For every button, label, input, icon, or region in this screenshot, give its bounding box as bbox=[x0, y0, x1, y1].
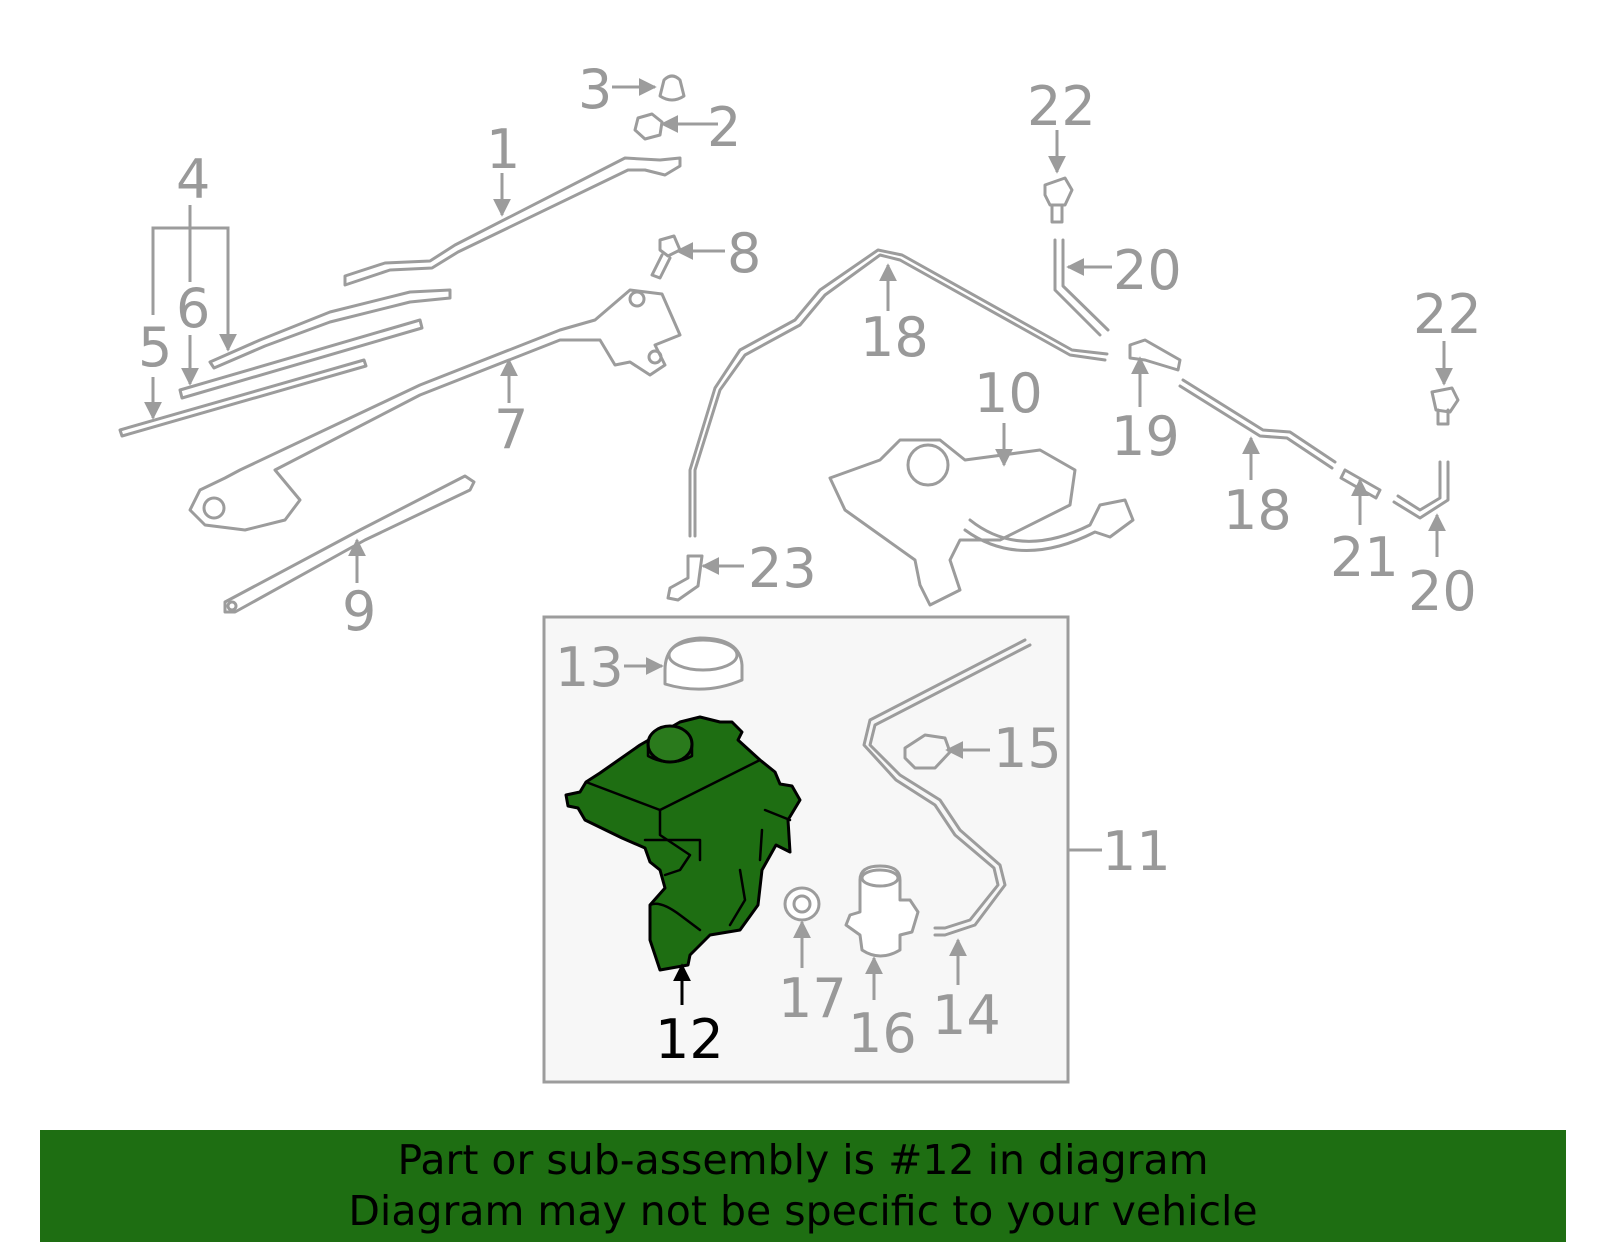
callout-20-lower: 20 bbox=[1408, 560, 1477, 623]
callout-4: 4 bbox=[176, 148, 210, 211]
part-20-hose-upper[interactable] bbox=[1053, 238, 1110, 337]
part-9-drive-link[interactable] bbox=[223, 474, 476, 614]
leader-lines bbox=[144, 78, 1453, 1005]
callout-21: 21 bbox=[1330, 526, 1399, 589]
part-18-hose-upper[interactable] bbox=[688, 248, 1109, 538]
callout-20-upper: 20 bbox=[1113, 239, 1182, 302]
info-banner: Part or sub-assembly is #12 in diagram D… bbox=[40, 1130, 1566, 1242]
callout-22-upper: 22 bbox=[1027, 75, 1096, 138]
part-22-nozzle-lower[interactable] bbox=[1430, 386, 1460, 426]
part-12-washer-reservoir[interactable] bbox=[564, 715, 802, 972]
banner-line-disclaimer: Diagram may not be specific to your vehi… bbox=[348, 1187, 1258, 1235]
callout-13: 13 bbox=[555, 636, 624, 699]
part-6-wiper-blade[interactable] bbox=[178, 288, 452, 400]
callout-23: 23 bbox=[748, 537, 817, 600]
callout-2: 2 bbox=[707, 96, 741, 159]
callout-11: 11 bbox=[1102, 820, 1171, 883]
callout-17: 17 bbox=[778, 967, 847, 1030]
banner-line-part-number: Part or sub-assembly is #12 in diagram bbox=[397, 1136, 1209, 1184]
callout-5: 5 bbox=[138, 316, 172, 379]
callout-labels: 1 2 3 4 6 5 7 8 9 10 11 12 13 14 15 16 1… bbox=[138, 58, 1482, 1071]
part-23-elbow[interactable] bbox=[666, 554, 704, 602]
callout-12: 12 bbox=[655, 1008, 724, 1071]
part-16-washer-pump[interactable] bbox=[844, 864, 920, 958]
callout-19: 19 bbox=[1111, 405, 1180, 468]
part-3-cap[interactable] bbox=[658, 74, 686, 102]
part-17-grommet[interactable] bbox=[783, 886, 821, 922]
part-7-wiper-linkage[interactable] bbox=[188, 288, 682, 532]
callout-15: 15 bbox=[993, 717, 1062, 780]
part-1-wiper-arm[interactable] bbox=[343, 156, 682, 287]
callout-6: 6 bbox=[176, 277, 210, 340]
callout-18-upper: 18 bbox=[860, 306, 929, 369]
part-13-reservoir-cap[interactable] bbox=[663, 636, 744, 691]
part-2-nut[interactable] bbox=[633, 112, 664, 141]
callout-7: 7 bbox=[494, 398, 528, 461]
callout-16: 16 bbox=[848, 1002, 917, 1065]
part-18-hose-lower[interactable] bbox=[1178, 378, 1337, 470]
callout-1: 1 bbox=[486, 118, 520, 181]
part-19-connector[interactable] bbox=[1128, 338, 1182, 372]
part-10-wiper-motor[interactable] bbox=[828, 438, 1135, 607]
callout-18-lower: 18 bbox=[1223, 479, 1292, 542]
part-22-nozzle-upper[interactable] bbox=[1043, 176, 1074, 224]
callout-3: 3 bbox=[578, 58, 612, 121]
part-20-hose-lower[interactable] bbox=[1392, 460, 1450, 520]
part-5-blade-insert[interactable] bbox=[118, 358, 368, 438]
callout-9: 9 bbox=[342, 580, 376, 643]
callout-10: 10 bbox=[974, 362, 1043, 425]
part-15-clip[interactable] bbox=[903, 733, 952, 770]
part-14-hose[interactable] bbox=[862, 638, 1032, 937]
callout-22-lower: 22 bbox=[1413, 283, 1482, 346]
callout-8: 8 bbox=[727, 222, 761, 285]
part-8-bolt[interactable] bbox=[650, 234, 682, 280]
callout-14: 14 bbox=[932, 984, 1001, 1047]
